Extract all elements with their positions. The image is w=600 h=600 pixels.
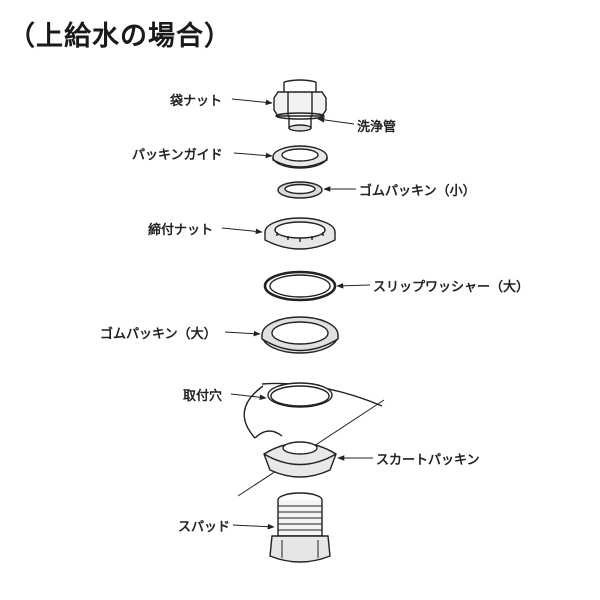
mounting-hole xyxy=(237,382,385,497)
label-spud: スパッド xyxy=(178,520,231,535)
diagram-title: （上給水の場合） xyxy=(8,21,232,52)
label-shimetsuke-nut: 締付ナット xyxy=(148,223,214,238)
rubber-packing-small xyxy=(277,181,323,199)
packing-guide xyxy=(272,145,328,169)
slip-washer-large xyxy=(263,270,337,302)
label-packing-guide: パッキンガイド xyxy=(132,148,223,163)
skirt-packing xyxy=(263,441,337,478)
cap-nut xyxy=(273,91,327,120)
label-gom-packing-small: ゴムパッキン（小） xyxy=(359,184,476,199)
label-gom-packing-large: ゴムパッキン（大） xyxy=(100,327,217,342)
label-fukuro-nut: 袋ナット xyxy=(170,94,223,109)
wash-pipe xyxy=(283,79,317,132)
spud xyxy=(269,492,331,563)
label-senjokan: 洗浄管 xyxy=(357,120,397,135)
label-skirt-packing: スカートパッキン xyxy=(376,453,480,468)
rubber-packing-large xyxy=(261,316,339,354)
tightening-nut xyxy=(264,217,336,250)
label-slip-washer-large: スリップワッシャー（大） xyxy=(373,280,530,295)
label-toritsuke-ana: 取付穴 xyxy=(183,389,223,404)
leader-lines xyxy=(221,98,373,530)
